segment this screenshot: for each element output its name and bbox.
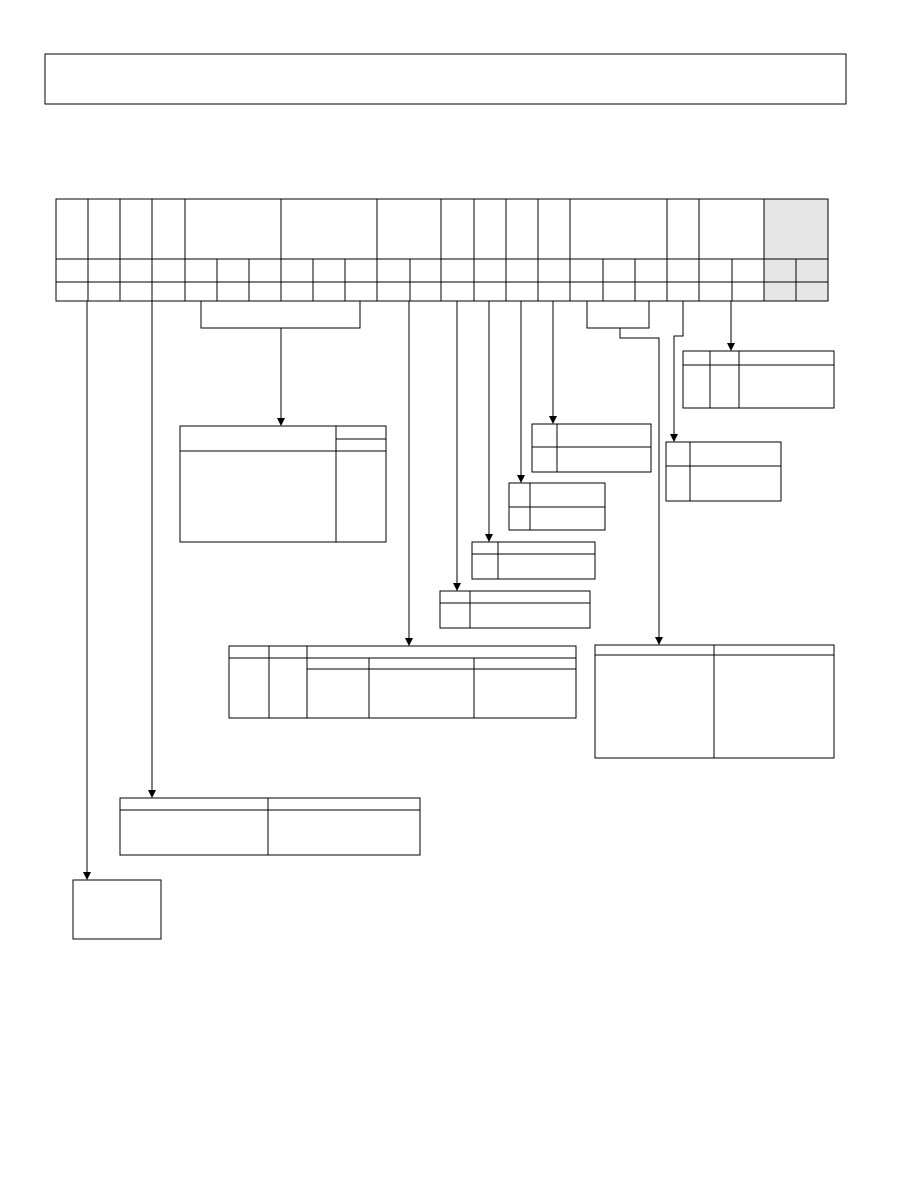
arrow-default: [83, 872, 91, 880]
register-map: [55, 198, 829, 302]
channel-table: [594, 644, 835, 759]
register-outline: [55, 198, 829, 302]
connectors: [83, 301, 735, 880]
header-box: [44, 53, 847, 105]
bit-select-table-3: [471, 541, 596, 580]
arrow-bit2: [517, 475, 525, 483]
bit-select-table-2: [508, 482, 606, 531]
arrow-polarity: [148, 790, 156, 798]
arrow-bit4: [453, 583, 461, 591]
arrow-mode: [405, 638, 413, 646]
arrow-reference: [670, 434, 678, 442]
arrow-bit3: [485, 534, 493, 542]
filter-table: [682, 350, 835, 409]
register-outline-redraw: [55, 198, 829, 302]
reference-table: [665, 441, 782, 502]
bit-dividers: [87, 259, 797, 301]
default-box: [72, 879, 162, 940]
bit-select-table-4: [439, 590, 591, 629]
field-dividers: [87, 199, 765, 259]
polarity-table: [119, 797, 421, 856]
arrow-gain: [277, 418, 285, 426]
arrow-channel: [655, 637, 663, 645]
bit-select-table-1: [531, 423, 652, 473]
gain-table: [179, 425, 387, 543]
arrow-bit1: [549, 416, 557, 424]
mode-table: [228, 645, 577, 719]
arrow-filter: [727, 343, 735, 351]
reserved-shading-top: [764, 199, 828, 259]
